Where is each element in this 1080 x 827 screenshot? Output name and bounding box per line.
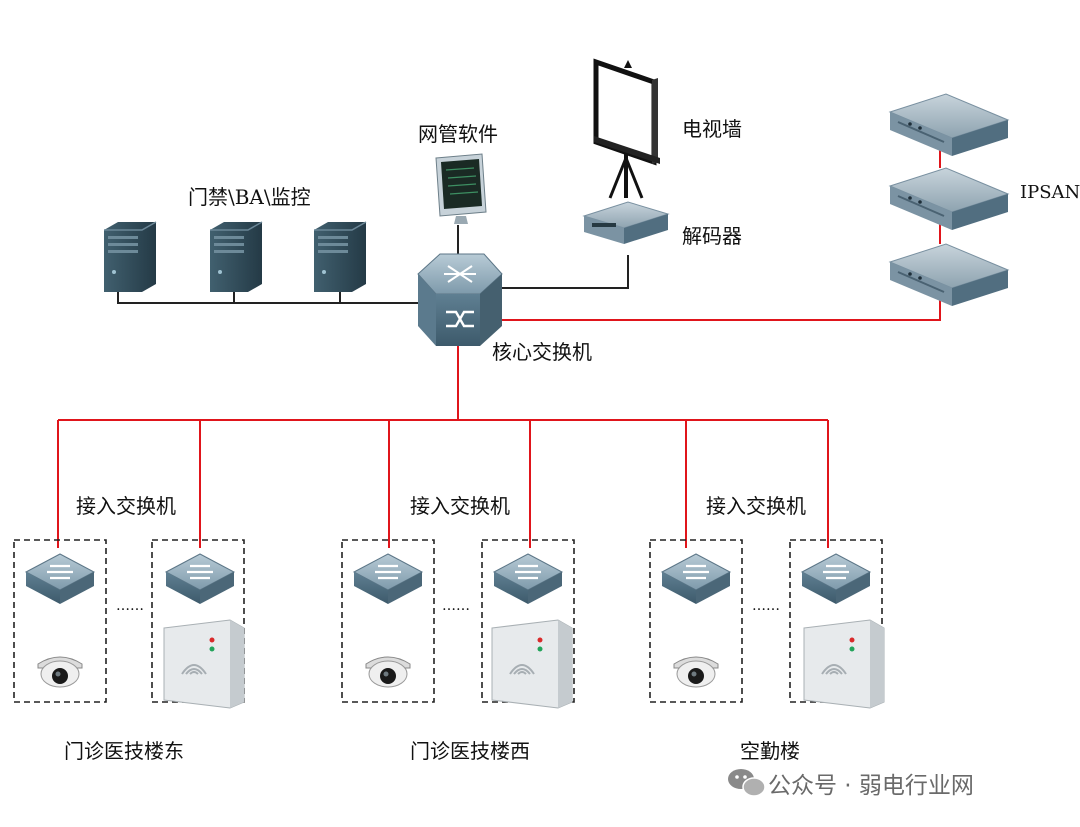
building-boxes	[13, 539, 883, 703]
ipsan-unit-1	[889, 93, 1009, 157]
decoder-icon	[582, 201, 670, 244]
card-reader-icon	[803, 619, 885, 709]
watermark: 公众号 · 弱电行业网	[768, 773, 974, 799]
black-links	[117, 225, 629, 304]
decoder-label: 解码器	[682, 224, 742, 248]
monitor-icon	[435, 153, 487, 224]
server-1	[103, 221, 157, 293]
card-reader-icon	[491, 619, 573, 709]
ipsan-unit-3	[889, 243, 1009, 307]
ipsan-label: IPSAN	[1020, 182, 1080, 203]
server-2	[209, 221, 263, 293]
access-switch-4	[492, 552, 564, 606]
camera-icon	[37, 656, 83, 688]
access-control-label: 门禁\BA\监控	[188, 185, 311, 209]
wechat-icon	[728, 769, 766, 797]
management-software-label: 网管软件	[418, 122, 498, 146]
access-switch-1	[24, 552, 96, 606]
ipsan-unit-2	[889, 167, 1009, 231]
access-switch-label: 接入交换机	[410, 494, 510, 518]
access-switch-label: 接入交换机	[706, 494, 806, 518]
server-3	[313, 221, 367, 293]
access-switch-6	[800, 552, 872, 606]
access-switch-3	[352, 552, 424, 606]
video-wall-icon	[593, 58, 660, 199]
camera-icon	[365, 656, 411, 688]
ellipsis: ……	[442, 598, 470, 614]
core-switch-icon	[417, 253, 503, 346]
video-wall-label: 电视墙	[682, 117, 742, 141]
access-switch-label: 接入交换机	[76, 494, 176, 518]
card-reader-icon	[163, 619, 245, 709]
red-links	[57, 150, 941, 548]
access-switch-5	[660, 552, 732, 606]
building-name: 门诊医技楼西	[410, 739, 530, 763]
building-name: 空勤楼	[740, 739, 800, 763]
camera-icon	[673, 656, 719, 688]
core-switch-label: 核心交换机	[492, 340, 592, 364]
ellipsis: ……	[116, 598, 144, 614]
ellipsis: ……	[752, 598, 780, 614]
access-switch-2	[164, 552, 236, 606]
building-name: 门诊医技楼东	[64, 739, 184, 763]
